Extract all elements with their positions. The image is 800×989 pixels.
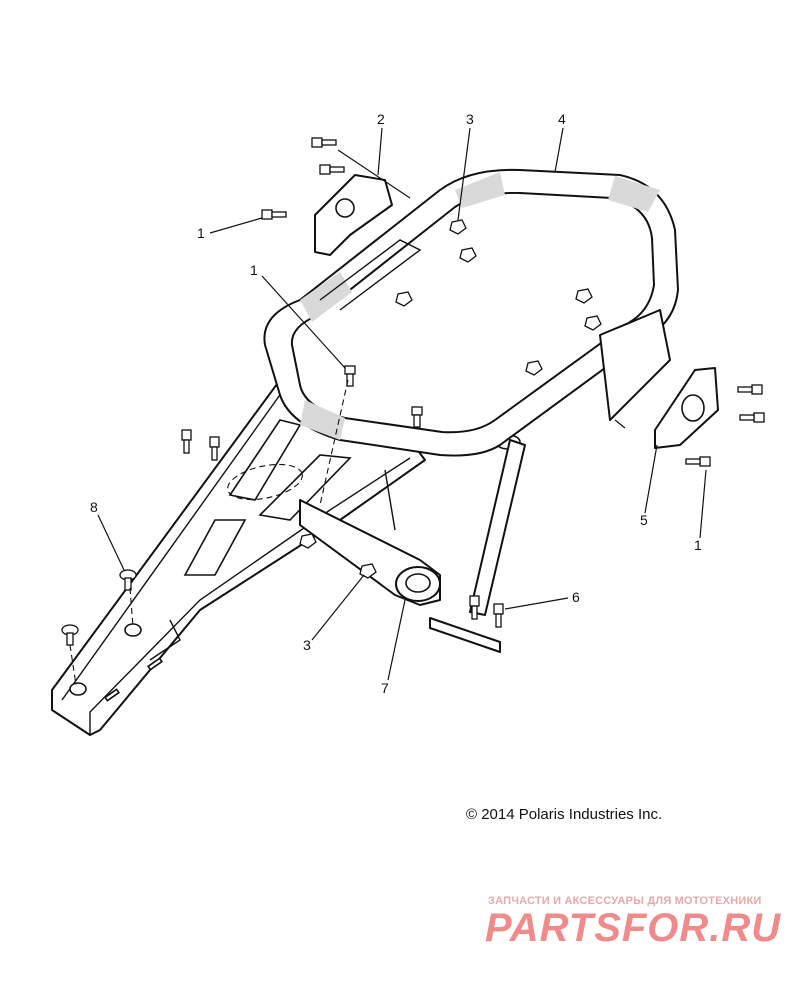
callout-1-left-middle: 1 [250, 262, 258, 278]
leader-lines [69, 127, 707, 686]
rear-frame-arm [51, 371, 441, 736]
fasteners [61, 137, 765, 646]
callout-5: 5 [640, 512, 648, 528]
rear-rack [263, 168, 679, 653]
callout-3-bottom: 3 [303, 637, 311, 653]
callout-7: 7 [381, 680, 389, 696]
callout-2: 2 [377, 111, 385, 127]
bracket-right [654, 367, 719, 449]
bracket-left [314, 174, 393, 256]
callout-6: 6 [572, 589, 580, 605]
watermark-tagline: ЗАПЧАСТИ И АКСЕССУАРЫ ДЛЯ МОТОТЕХНИКИ [488, 895, 762, 907]
callout-3-top: 3 [466, 111, 474, 127]
callout-labels: 1 1 1 2 3 3 4 5 6 7 8 [90, 111, 702, 696]
callout-1-left-upper: 1 [197, 225, 205, 241]
callout-4: 4 [558, 111, 566, 127]
callout-8: 8 [90, 499, 98, 515]
watermark-logo: PARTSFOR.RU [485, 906, 782, 950]
callout-1-right: 1 [694, 537, 702, 553]
copyright-notice: © 2014 Polaris Industries Inc. [466, 806, 663, 823]
